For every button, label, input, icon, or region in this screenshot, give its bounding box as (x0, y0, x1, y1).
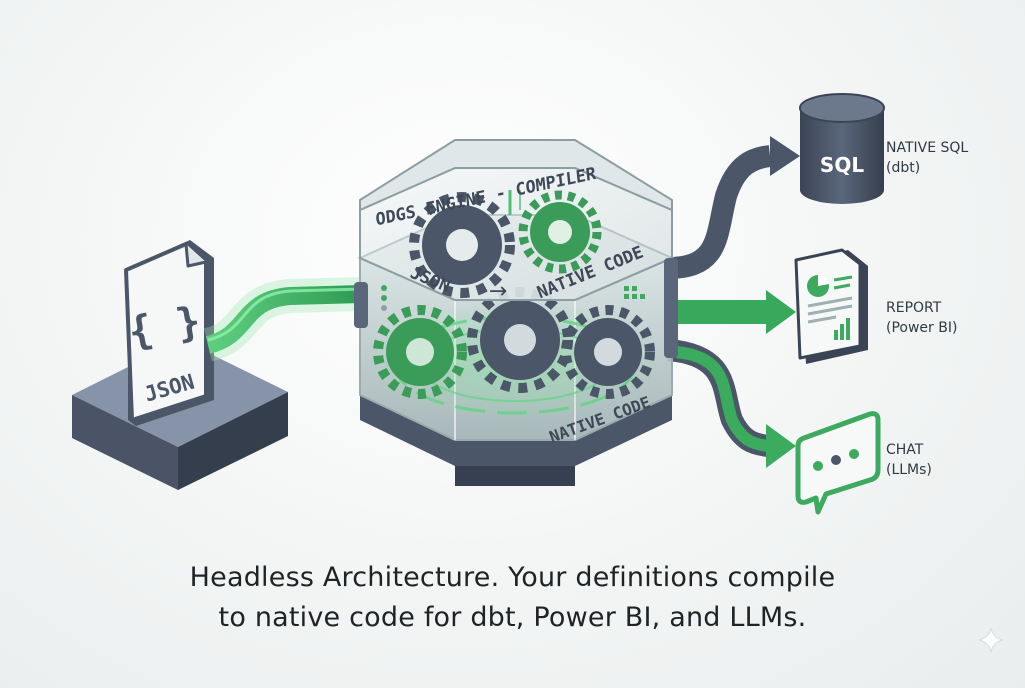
sparkle-icon (978, 627, 1004, 653)
sql-database-icon: SQL (799, 93, 885, 204)
platform-left-face (72, 395, 178, 490)
report-output-label: REPORT (Power BI) (886, 298, 957, 338)
report-document-icon (794, 248, 868, 364)
engine-input-port (354, 282, 368, 328)
gear-icon (373, 305, 467, 399)
platform-right-face (178, 392, 288, 490)
chat-output-label: CHAT (LLMs) (886, 440, 932, 480)
gear-icon (561, 305, 655, 399)
json-file-icon (124, 240, 214, 426)
json-input-block: { } JSON (72, 240, 288, 490)
chat-output-subtitle: (LLMs) (886, 462, 932, 478)
sql-output-title: NATIVE SQL (886, 140, 969, 156)
chat-output-title: CHAT (886, 442, 924, 458)
engine-base (360, 395, 672, 466)
caption-line-2: to native code for dbt, Power BI, and LL… (218, 602, 807, 633)
gear-icon (518, 190, 602, 274)
sql-icon-text: SQL (820, 153, 864, 177)
report-output-title: REPORT (886, 300, 942, 316)
chat-bubble-icon (795, 411, 881, 515)
arrow-to-chat (766, 424, 796, 468)
report-output-subtitle: (Power BI) (886, 320, 958, 336)
arrow-to-report (766, 290, 796, 334)
engine-output-port (664, 258, 678, 358)
output-pipes (666, 136, 800, 468)
arrow-to-sql (770, 136, 800, 176)
diagram-caption: Headless Architecture. Your definitions … (0, 558, 1025, 638)
caption-line-1: Headless Architecture. Your definitions … (189, 562, 836, 593)
odgs-engine: ODGS ENGINE - COMPILER JSON → NATIVE COD… (354, 139, 678, 486)
input-pipe (203, 277, 363, 362)
sql-output-label: NATIVE SQL (dbt) (886, 138, 968, 178)
sql-output-subtitle: (dbt) (886, 160, 921, 176)
flow-arrow: → (489, 279, 507, 304)
gear-icon (409, 192, 515, 298)
